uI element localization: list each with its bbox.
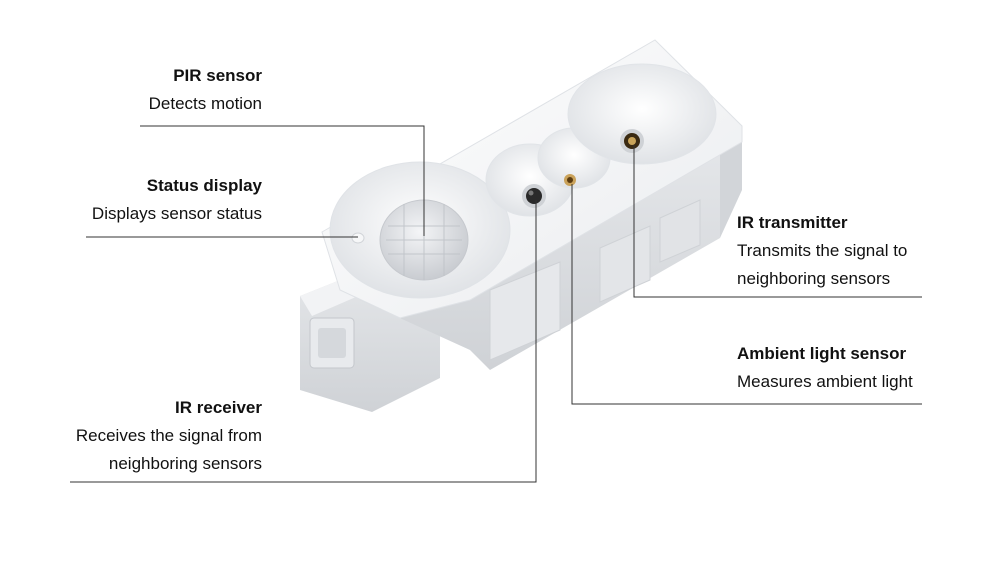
callout-pir: PIR sensor Detects motion [149,62,262,118]
status-display-indicator [351,232,365,244]
ir-receiver-component [522,184,546,208]
body-right-side [720,126,742,238]
callout-desc: Detects motion [148,94,262,113]
callout-ir-transmitter: IR transmitter Transmits the signal to n… [737,209,907,293]
callout-title: Ambient light sensor [737,344,907,363]
callout-desc: Receives the signal from [75,426,262,445]
leader-ir-transmitter [633,145,922,298]
ir-transmitter-component [620,129,644,153]
callout-title: PIR sensor [173,66,262,85]
callout-desc: Measures ambient light [737,372,913,391]
leader-ambient [571,184,922,405]
callout-title: Status display [146,176,262,195]
callout-title: IR transmitter [737,213,848,232]
callout-desc: Displays sensor status [91,204,262,223]
mounting-clips [489,199,701,361]
leader-ir-receiver [70,200,537,483]
callout-ir-receiver: IR receiver Receives the signal from nei… [76,394,262,478]
body-front-face [326,148,720,370]
ambient-light-sensor-component [564,174,576,186]
callout-desc: neighboring sensors [737,269,891,288]
callout-status: Status display Displays sensor status [92,172,262,228]
leader-pir [140,125,425,236]
callout-title: IR receiver [175,398,262,417]
callout-desc: neighboring sensors [108,454,262,473]
center-recess [485,63,717,217]
callout-desc: Transmits the signal to [737,241,908,260]
callout-ambient-light: Ambient light sensor Measures ambient li… [737,340,913,396]
